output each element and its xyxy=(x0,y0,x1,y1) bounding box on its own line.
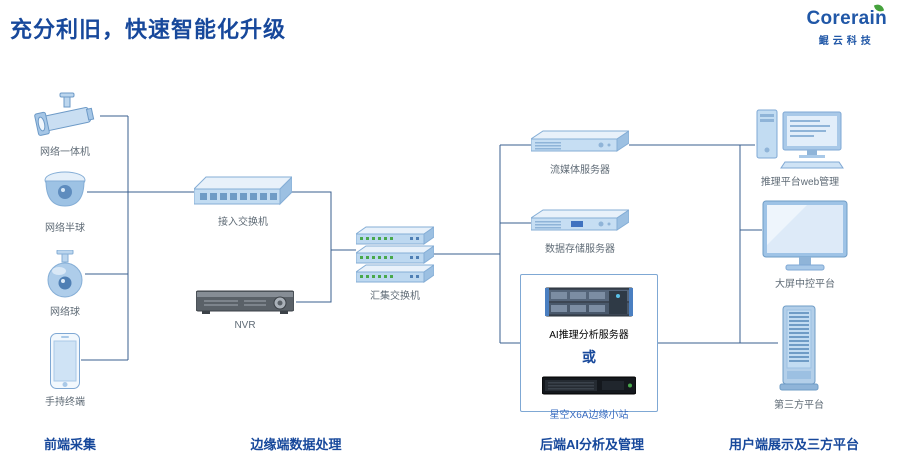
ai-server-icon xyxy=(544,286,634,323)
brand-company: 鲲云科技 xyxy=(818,36,875,47)
device-network-camera: 网络一体机 xyxy=(30,92,100,158)
access-switch-icon xyxy=(192,175,294,210)
device-label: 推理平台web管理 xyxy=(760,177,840,188)
dome-camera-icon xyxy=(43,168,87,216)
logo: Corerain 鲲云科技 xyxy=(806,2,887,47)
device-label: 网络半球 xyxy=(45,223,85,234)
device-handheld-terminal: 手持终端 xyxy=(45,332,85,408)
page-title: 充分利旧，快速智能化升级 xyxy=(10,17,287,42)
category-edge: 边缘端数据处理 xyxy=(250,437,342,452)
handheld-terminal-icon xyxy=(49,332,81,390)
rack-server-icon xyxy=(529,130,631,158)
device-nvr: NVR xyxy=(195,285,295,331)
device-label: 第三方平台 xyxy=(774,400,824,411)
device-dome-camera: 网络半球 xyxy=(43,168,87,234)
category-frontend: 前端采集 xyxy=(43,437,97,452)
large-screen-icon xyxy=(762,200,848,272)
device-access-switch: 接入交换机 xyxy=(192,175,294,228)
bullet-camera-icon xyxy=(30,92,100,140)
device-label: 网络球 xyxy=(50,307,80,318)
ball-camera-icon xyxy=(45,249,85,300)
device-label: 汇集交换机 xyxy=(370,291,420,302)
rack-server-icon xyxy=(529,209,631,237)
device-aggregation-switch: 汇集交换机 xyxy=(354,226,436,302)
brand-logo: Corerain xyxy=(806,2,887,30)
category-backend: 后端AI分析及管理 xyxy=(539,437,645,452)
nvr-icon xyxy=(195,285,295,317)
device-label: 手持终端 xyxy=(45,397,85,408)
tower-server-icon xyxy=(778,305,820,393)
device-label: 网络一体机 xyxy=(40,147,90,158)
device-label: 流媒体服务器 xyxy=(550,165,610,176)
device-label: 大屏中控平台 xyxy=(775,279,835,290)
device-label: 接入交换机 xyxy=(218,217,268,228)
device-label: 星空X6A边缘小站 xyxy=(549,410,629,421)
device-stream-server: 流媒体服务器 xyxy=(529,130,631,176)
device-ball-camera: 网络球 xyxy=(45,249,85,318)
device-web-management: 推理平台web管理 xyxy=(755,108,845,188)
device-third-party: 第三方平台 xyxy=(774,305,824,411)
aggregation-switch-icon xyxy=(354,226,436,284)
device-label: NVR xyxy=(234,320,256,331)
ai-option-box: AI推理分析服务器 或 星空X6A边缘小站 xyxy=(520,274,658,421)
edge-station-icon xyxy=(541,374,637,403)
brand-name: Corerain xyxy=(806,8,887,29)
device-label: AI推理分析服务器 xyxy=(549,330,629,341)
device-storage-server: 数据存储服务器 xyxy=(529,209,631,255)
or-separator: 或 xyxy=(582,349,596,365)
device-label: 数据存储服务器 xyxy=(545,244,615,255)
desktop-computer-icon xyxy=(755,108,845,170)
category-user: 用户端展示及三方平台 xyxy=(728,437,860,452)
device-big-screen: 大屏中控平台 xyxy=(762,200,848,290)
